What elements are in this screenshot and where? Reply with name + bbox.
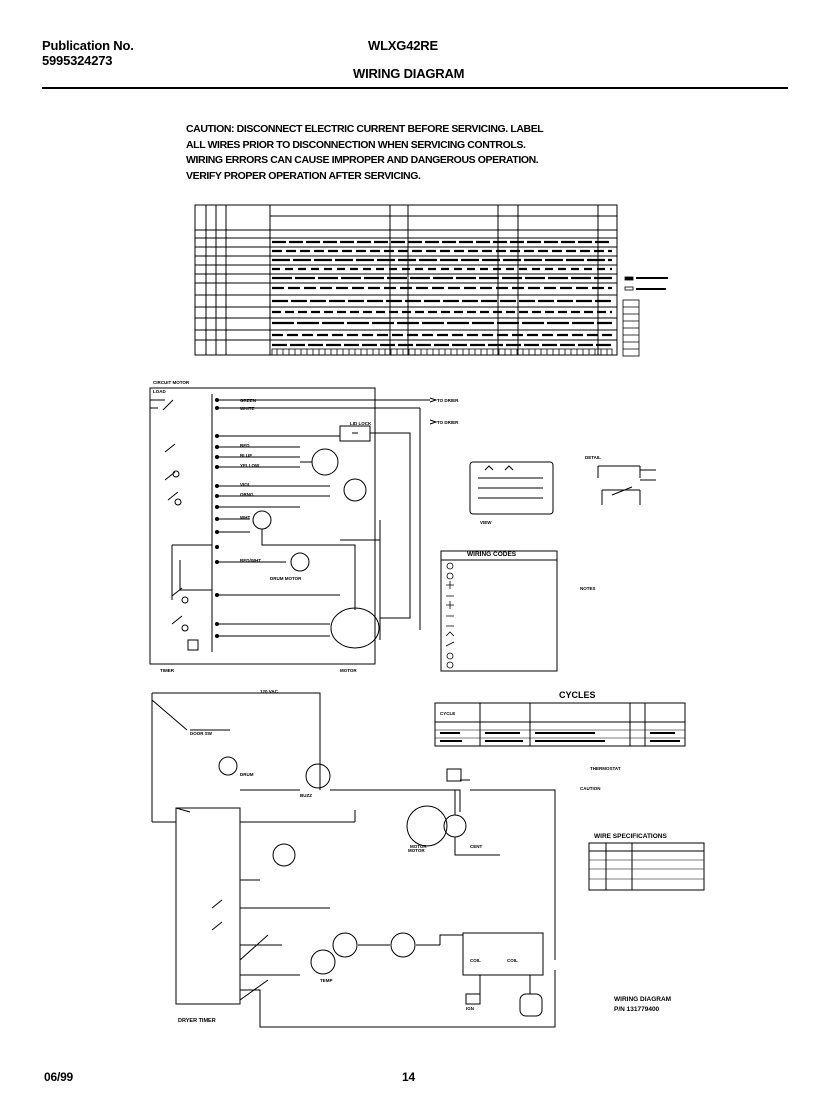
svg-text:ORNG: ORNG xyxy=(240,492,254,497)
publication-label: Publication No. xyxy=(42,38,134,53)
model-number: WLXG42RE xyxy=(368,38,438,53)
svg-text:COIL: COIL xyxy=(507,958,518,963)
drum-motor-label: DRUM MOTOR xyxy=(270,576,302,581)
wiring-codes-title: WIRING CODES xyxy=(467,551,517,558)
svg-text:NOTES: NOTES xyxy=(580,586,596,591)
svg-text:BLUE: BLUE xyxy=(240,453,252,458)
motor-label: MOTOR xyxy=(408,848,425,853)
caution-line: WIRING ERRORS CAN CAUSE IMPROPER AND DAN… xyxy=(186,154,539,166)
svg-text:DOOR SW: DOOR SW xyxy=(190,731,213,736)
svg-text:GREEN: GREEN xyxy=(240,398,256,403)
caution-text: CAUTION: DISCONNECT ELECTRIC CURRENT BEF… xyxy=(186,122,544,184)
caution-line: VERIFY PROPER OPERATION AFTER SERVICING. xyxy=(186,169,421,182)
svg-text:COIL: COIL xyxy=(470,958,481,963)
svg-text:IGN: IGN xyxy=(466,1006,474,1011)
svg-text:MOTOR: MOTOR xyxy=(410,844,427,849)
cycles-title: CYCLES xyxy=(559,690,596,700)
svg-text:CIRCUIT MOTOR: CIRCUIT MOTOR xyxy=(153,380,190,385)
svg-text:YELLOW: YELLOW xyxy=(240,463,260,468)
svg-text:CENT: CENT xyxy=(470,844,483,849)
header-rule xyxy=(42,87,788,89)
svg-text:TIMER: TIMER xyxy=(160,668,175,673)
lower-schematic xyxy=(151,692,556,1028)
svg-text:120 VAC: 120 VAC xyxy=(260,689,279,694)
publication-number: 5995324273 xyxy=(42,53,113,68)
timer-sequence-chart xyxy=(194,204,618,356)
svg-text:RED/WHT: RED/WHT xyxy=(240,558,261,563)
footer-date: 06/99 xyxy=(44,1070,74,1084)
svg-text:VIOL: VIOL xyxy=(240,482,251,487)
cycles-table xyxy=(434,702,686,747)
dryer-timer-label: DRYER TIMER xyxy=(178,1018,216,1024)
svg-text:TO DRIER: TO DRIER xyxy=(437,420,459,425)
svg-text:LID LOCK: LID LOCK xyxy=(350,421,372,426)
svg-text:RED: RED xyxy=(240,443,250,448)
page-number: 14 xyxy=(402,1070,415,1084)
svg-text:THERMOSTAT: THERMOSTAT xyxy=(590,766,621,771)
schematic-part-number: P/N 131779400 xyxy=(614,1006,660,1013)
svg-text:BUZZ: BUZZ xyxy=(300,793,312,798)
svg-text:WHT: WHT xyxy=(240,515,250,520)
svg-text:CAUTION: CAUTION xyxy=(580,786,601,791)
caution-line: CAUTION: DISCONNECT ELECTRIC CURRENT BEF… xyxy=(186,123,544,135)
wire-specifications-table xyxy=(588,842,705,891)
svg-text:WHITE: WHITE xyxy=(240,406,255,411)
svg-text:VIEW: VIEW xyxy=(480,520,492,525)
svg-text:DETAIL: DETAIL xyxy=(585,455,601,460)
svg-text:MOTOR: MOTOR xyxy=(340,668,357,673)
wire-specs-title: WIRE SPECIFICATIONS xyxy=(594,833,667,840)
svg-text:DRUM: DRUM xyxy=(240,772,254,777)
wiring-codes-box xyxy=(440,550,558,672)
svg-text:TEMP: TEMP xyxy=(320,978,333,983)
gas-valve-box xyxy=(462,932,544,976)
schematic-title: WIRING DIAGRAM xyxy=(614,996,672,1003)
svg-text:TO DRIER: TO DRIER xyxy=(437,398,459,403)
svg-text:LOAD: LOAD xyxy=(153,389,166,394)
caution-line: ALL WIRES PRIOR TO DISCONNECTION WHEN SE… xyxy=(186,138,526,151)
page-title: WIRING DIAGRAM xyxy=(353,66,465,81)
svg-text:CYCLE: CYCLE xyxy=(440,711,455,716)
ladder-diagram xyxy=(149,387,438,665)
